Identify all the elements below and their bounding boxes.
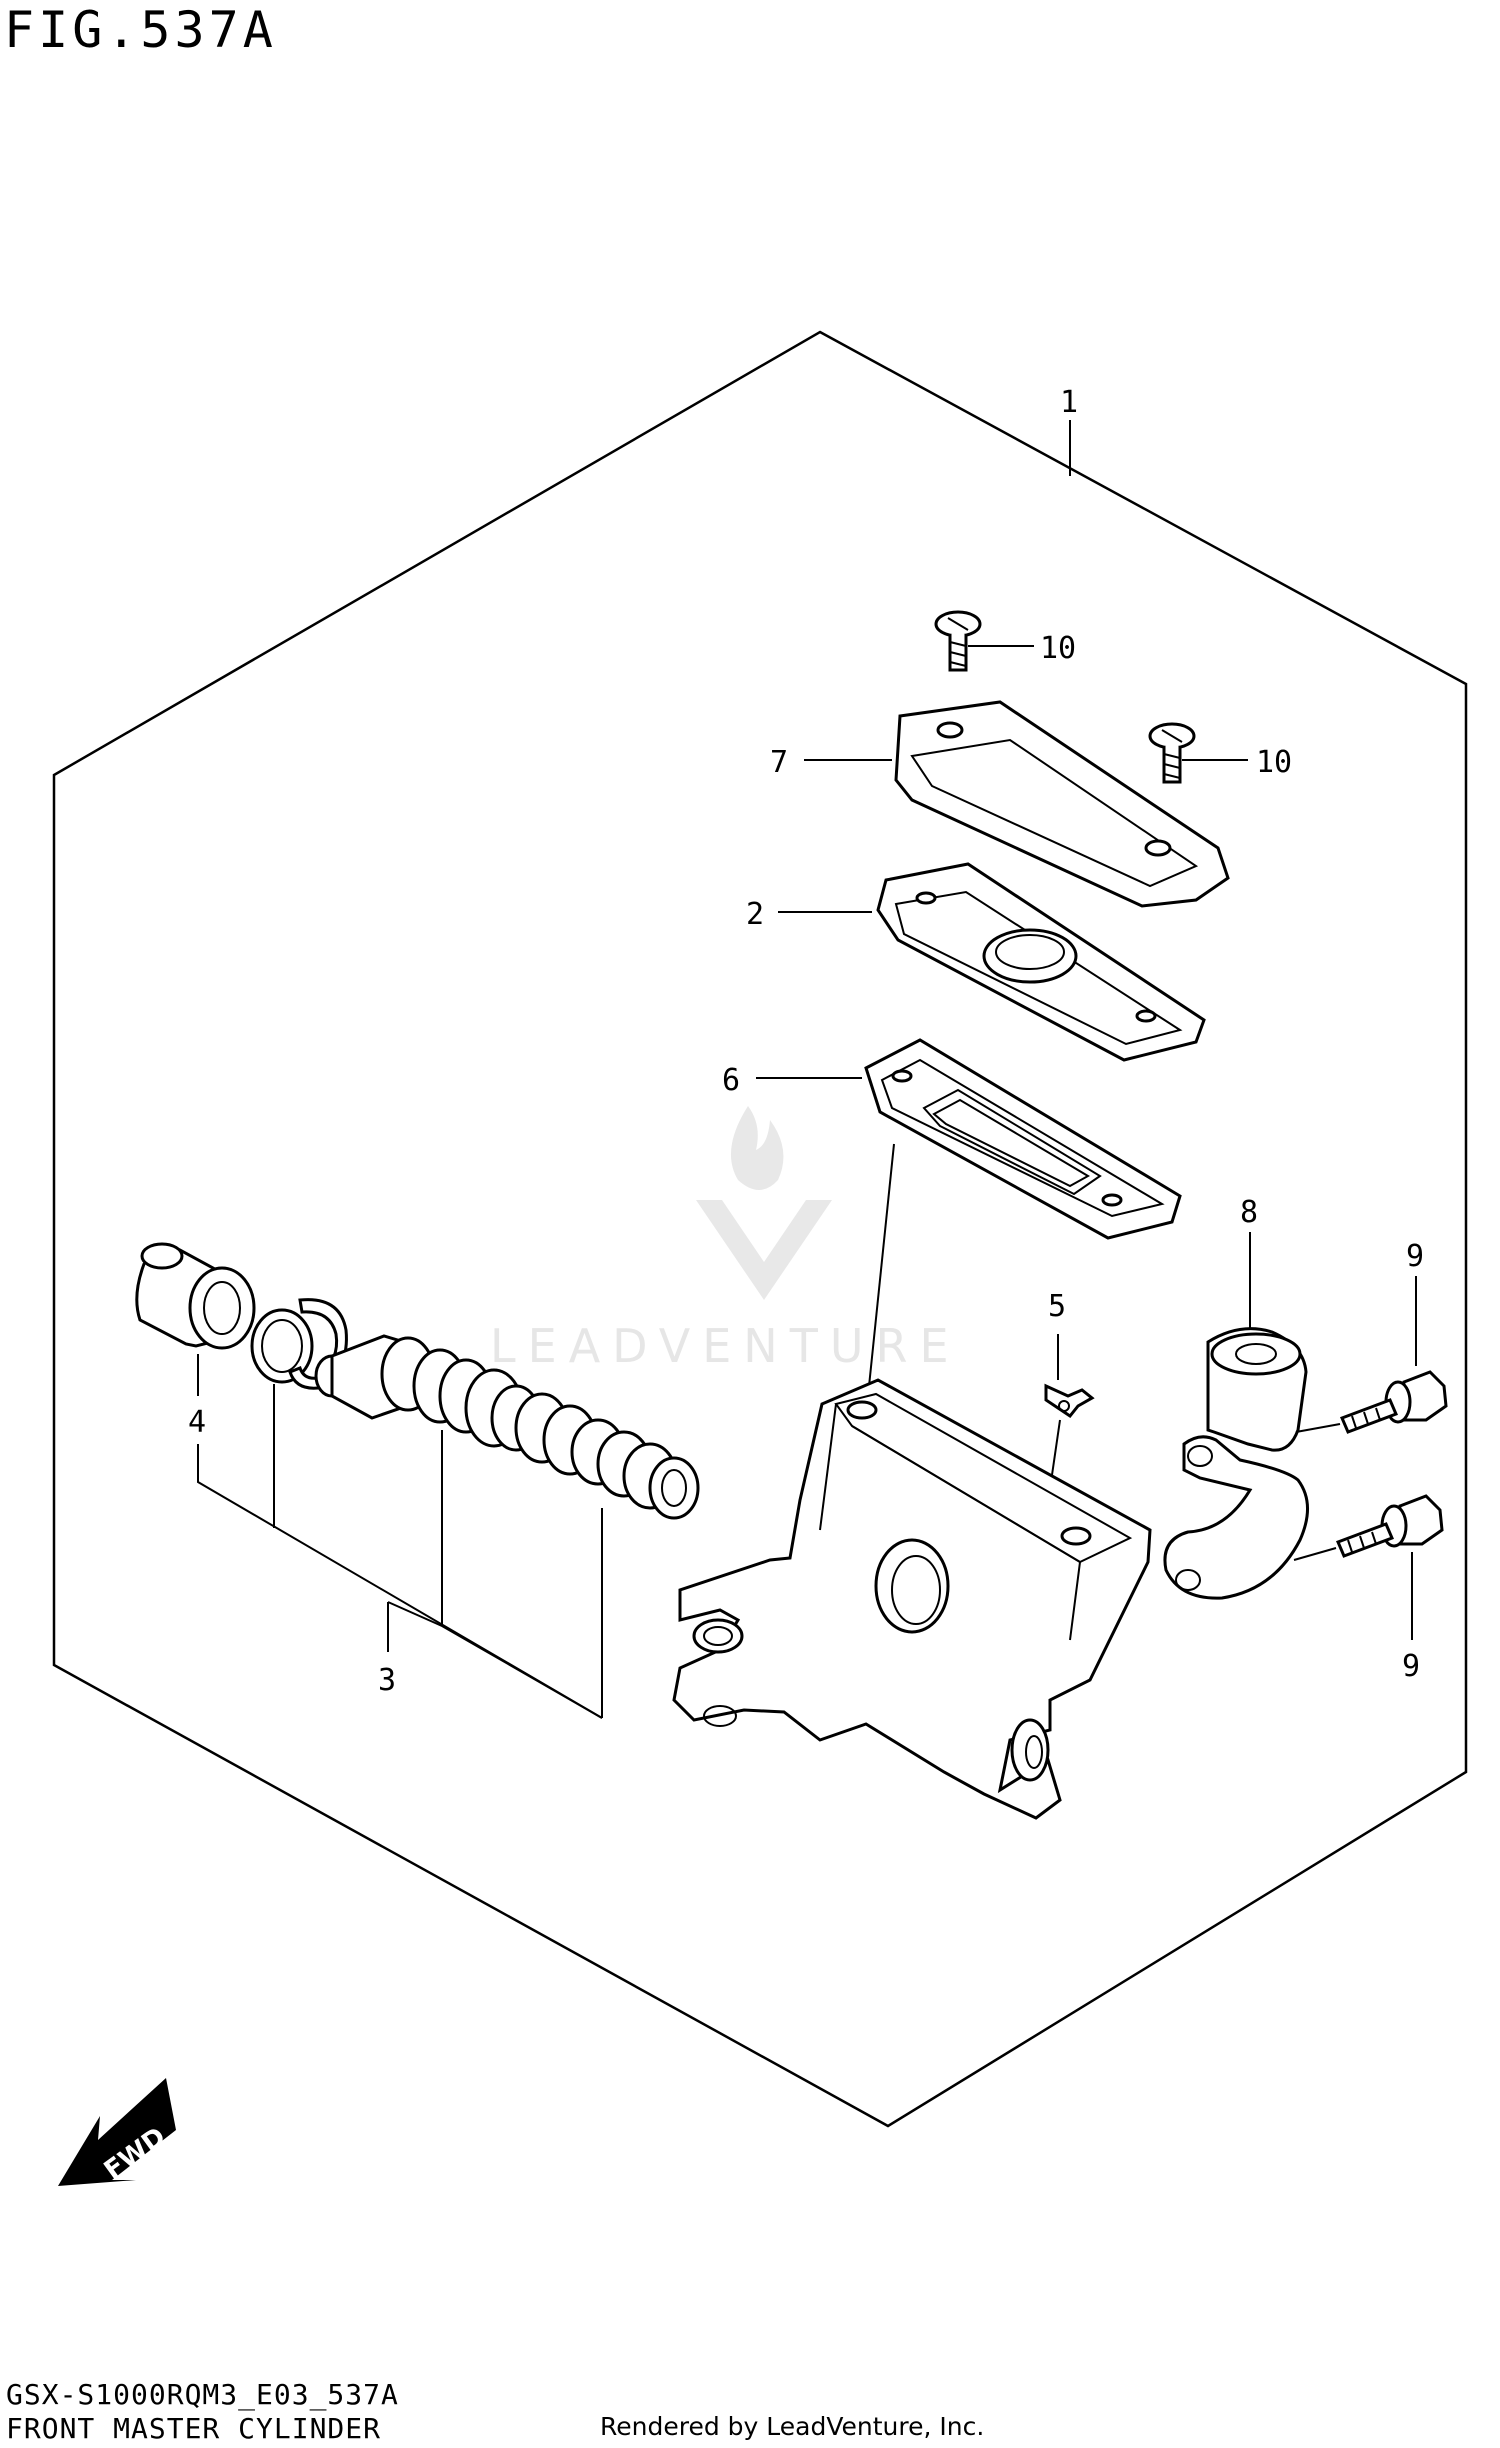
figure-title: FIG.537A [4,1,277,59]
callout-3-bracket [387,1430,603,1718]
diaphragm-plate-2 [876,862,1206,1062]
assembly-line-bolt-upper [1295,1423,1341,1433]
render-credit: Rendered by LeadVenture, Inc. [600,2412,985,2441]
screw-10-right [1148,722,1196,784]
callout-6: 6 [722,1063,740,1098]
circlip-1 [250,1308,314,1384]
clamp-8 [1163,1327,1310,1600]
master-cylinder-body [672,1378,1152,1820]
callout-10b: 10 [1256,745,1292,780]
watermark-logo [696,1106,832,1300]
piston-assembly-3 [314,1334,700,1520]
callout-4-bracket [197,1444,603,1719]
callout-1: 1 [1060,385,1078,420]
clip-5 [1044,1383,1095,1419]
model-code: GSX-S1000RQM3_E03_537A [6,2378,399,2411]
screw-10-upper [934,610,982,672]
callout-2: 2 [746,897,764,932]
piston-boot-4 [135,1242,256,1350]
reservoir-cap-7 [894,700,1230,908]
assembly-line [867,1143,895,1397]
assembly-boundary [52,330,1468,2128]
gasket-6 [864,1038,1182,1240]
callout-5: 5 [1048,1289,1066,1324]
assembly-line-bolt-lower [1293,1547,1337,1561]
callout-9b: 9 [1402,1649,1420,1684]
callout-7: 7 [770,745,788,780]
callout-8: 8 [1240,1195,1258,1230]
watermark-text: LEADVENTURE [490,1319,961,1373]
callout-10a: 10 [1040,631,1076,666]
bolt-9-lower [1336,1494,1444,1558]
fwd-direction-arrow: FWD [58,2078,176,2186]
callout-9a: 9 [1406,1239,1424,1274]
bolt-9-upper [1340,1370,1448,1434]
callout-4: 4 [188,1405,206,1440]
section-name: FRONT MASTER CYLINDER [6,2412,382,2445]
callout-3: 3 [378,1663,396,1698]
